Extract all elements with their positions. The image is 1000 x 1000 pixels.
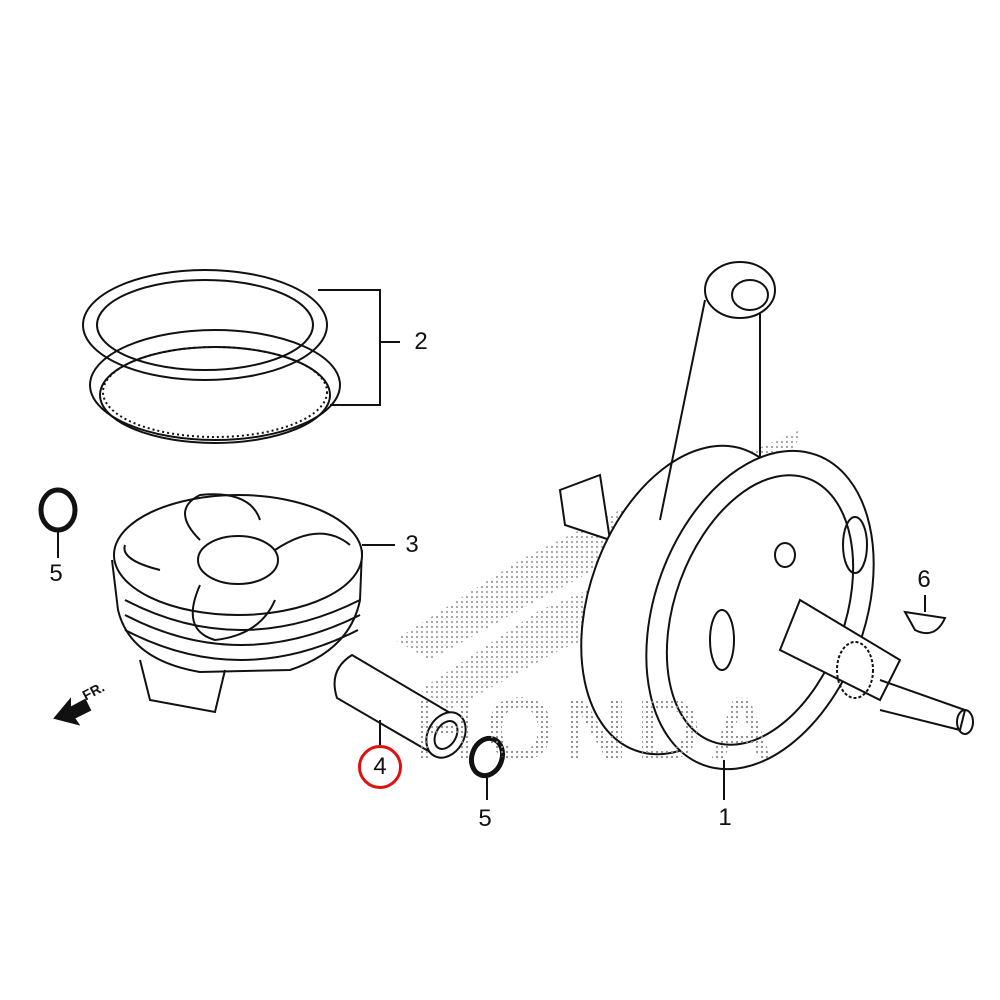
honda-watermark: HONDA [412,680,782,780]
callout-part-4-highlighted[interactable]: 4 [358,745,402,789]
callout-part-5-right[interactable]: 5 [478,805,492,832]
piston-pin-clip-right [468,735,506,779]
piston [111,493,395,714]
piston-pin-clip-left [38,487,78,533]
callout-part-6[interactable]: 6 [917,566,931,593]
callout-part-1[interactable]: 1 [718,804,732,831]
crankshaft [558,261,974,800]
callout-part-3[interactable]: 3 [405,531,419,558]
callout-part-2[interactable]: 2 [414,328,428,355]
piston-pin [333,653,467,759]
woodruff-key [903,610,947,634]
front-direction-arrow-icon [53,697,92,726]
piston-ring-set [82,269,400,444]
callout-part-5-left[interactable]: 5 [49,560,63,587]
